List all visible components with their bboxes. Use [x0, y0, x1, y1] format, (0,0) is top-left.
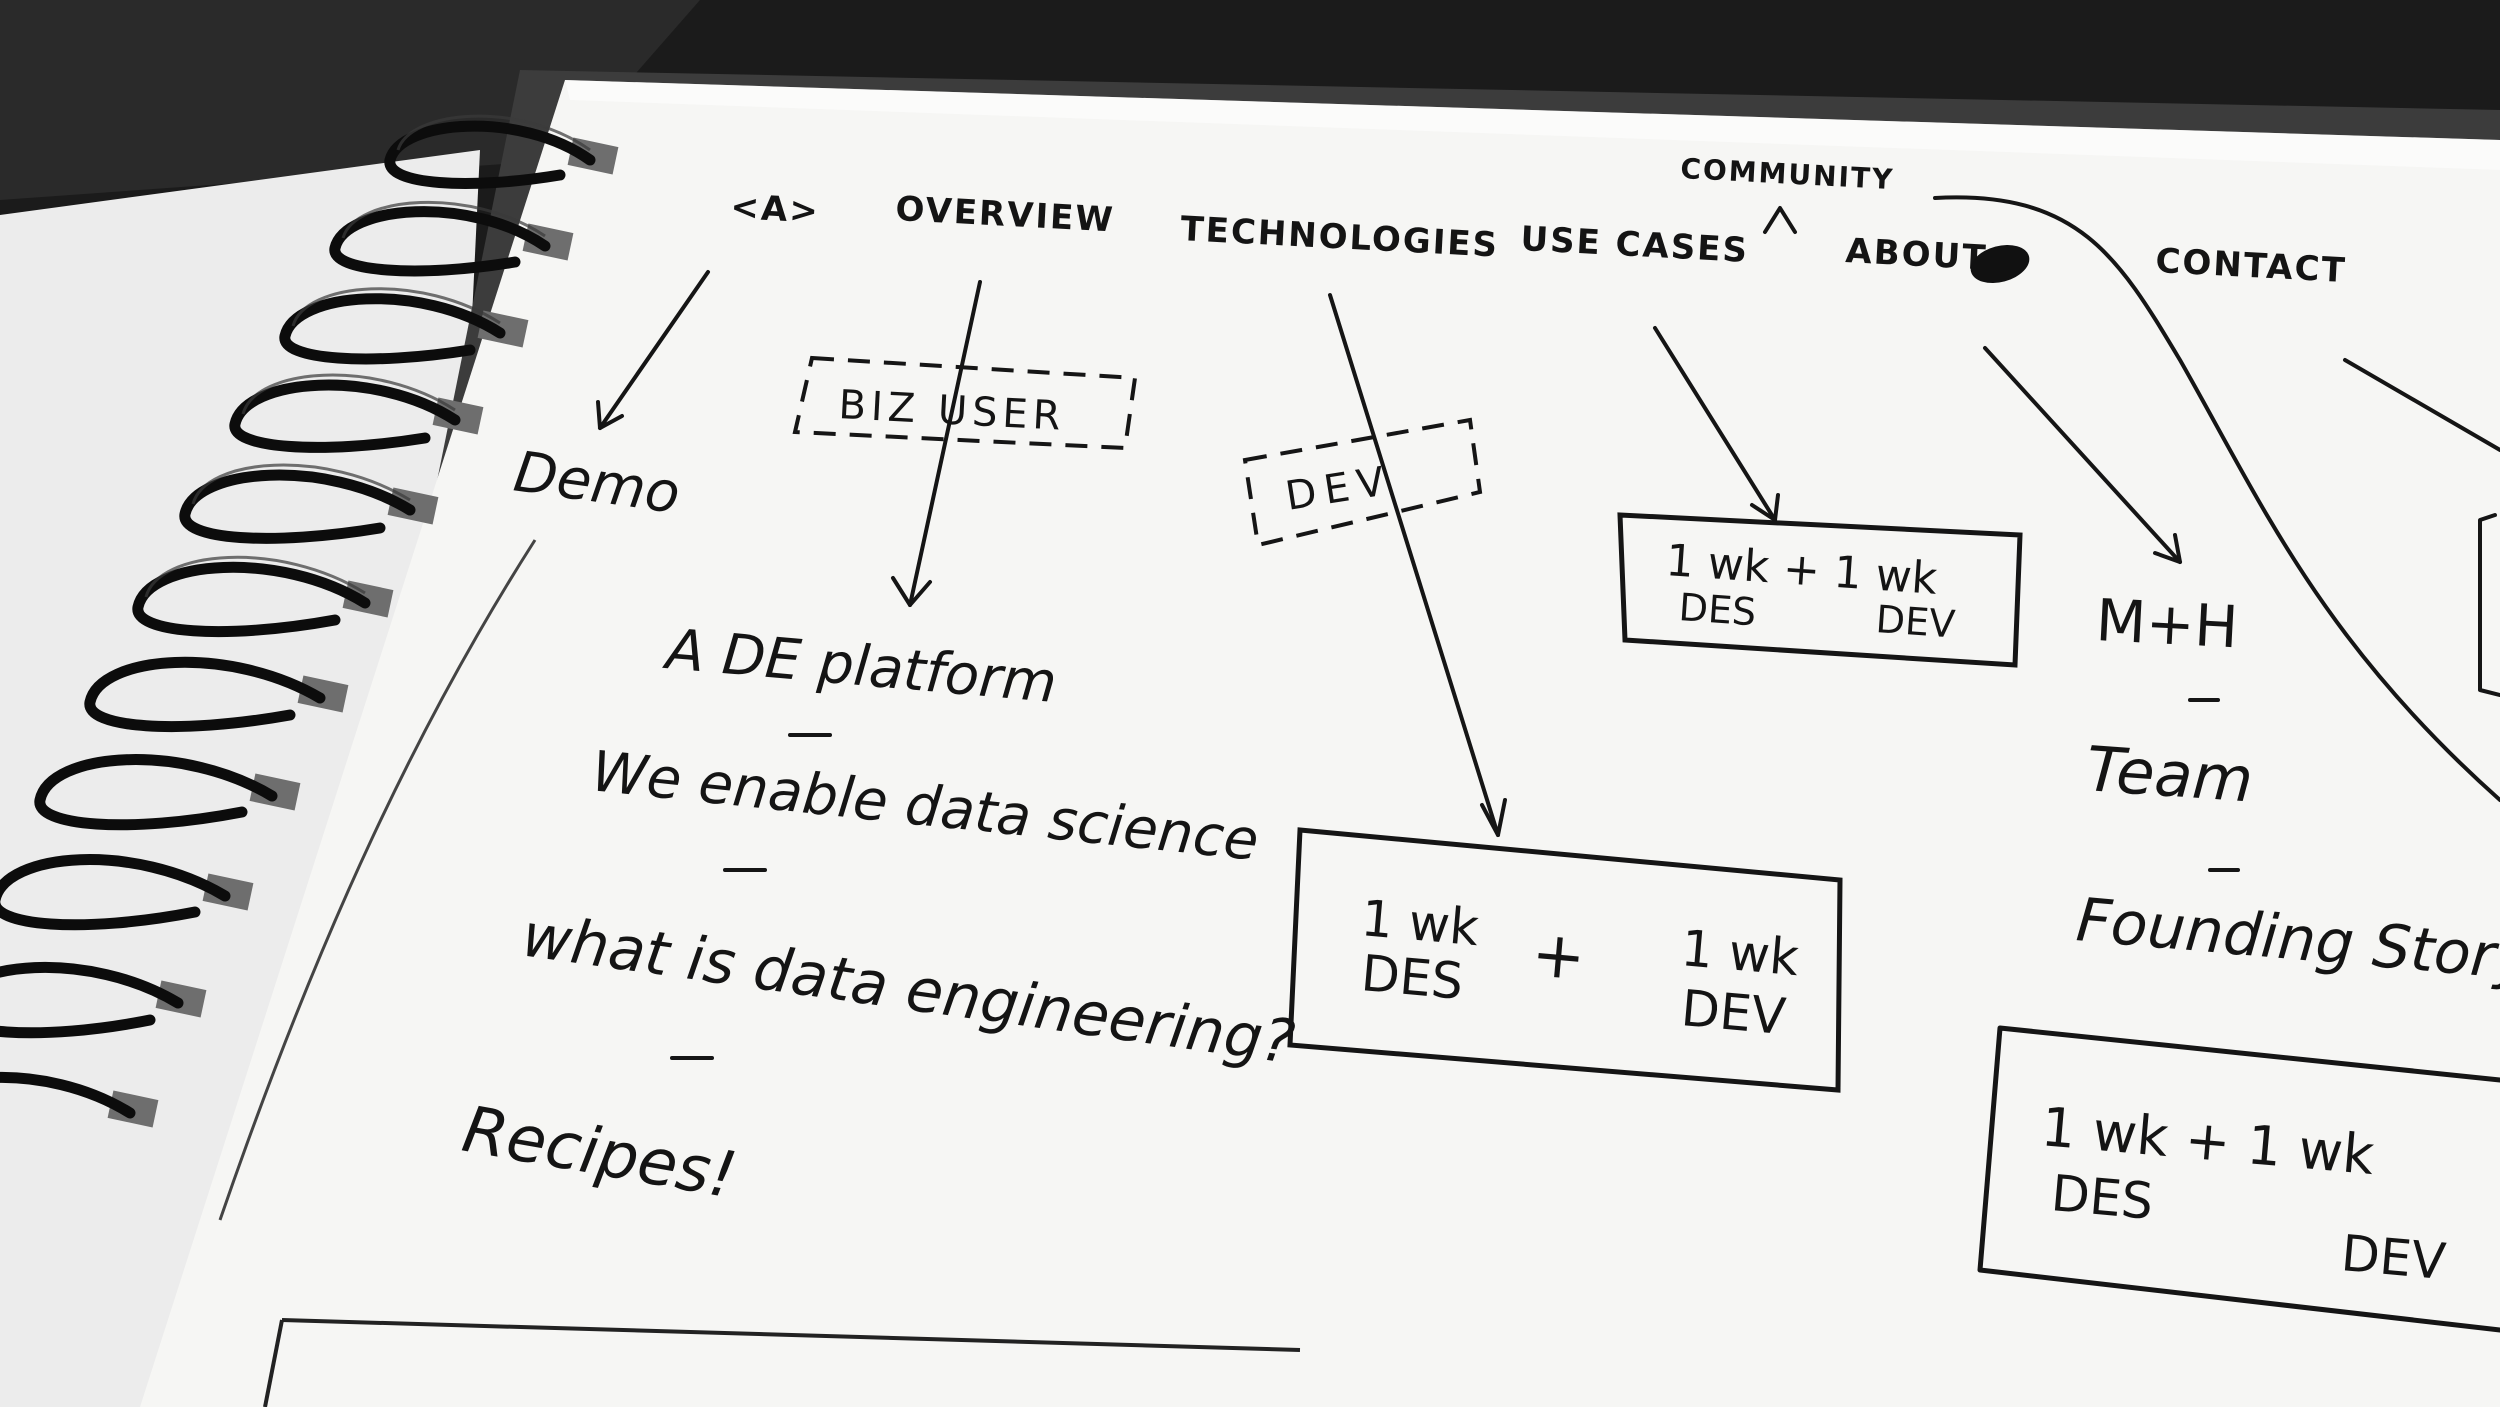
logo: <A> — [730, 187, 821, 232]
svg-text:Team: Team — [2084, 732, 2255, 816]
technologies-estimate-box: 1 wk DES + 1 wk DEV — [1287, 827, 1843, 1093]
nav-sketch: <A> OVERVIEW TECHNOLOGIES USE CASES COMM… — [730, 152, 2348, 291]
svg-text:1 wk: 1 wk — [1679, 919, 1801, 987]
svg-text:+: + — [1529, 917, 1589, 995]
nav-about: ABOUT — [1845, 231, 1989, 278]
svg-text:M+H: M+H — [2094, 586, 2240, 661]
notebook-page — [140, 80, 2500, 1407]
svg-text:DEV: DEV — [1874, 597, 1956, 646]
svg-text:DES: DES — [2049, 1164, 2156, 1231]
svg-text:1 wk: 1 wk — [1359, 889, 1481, 957]
about-estimate-box: 1 wk + 1 wk DES DEV — [1977, 1025, 2500, 1333]
nav-contact: CONTACT — [2155, 241, 2348, 291]
svg-text:DEV: DEV — [2339, 1224, 2448, 1291]
svg-text:DES: DES — [1677, 585, 1757, 634]
spiral-binding — [0, 114, 619, 1128]
svg-text:DES: DES — [1359, 944, 1466, 1011]
use-cases-estimate-box: 1 wk + 1 wk DES DEV — [1617, 512, 2023, 668]
svg-text:DEV: DEV — [1679, 979, 1788, 1046]
